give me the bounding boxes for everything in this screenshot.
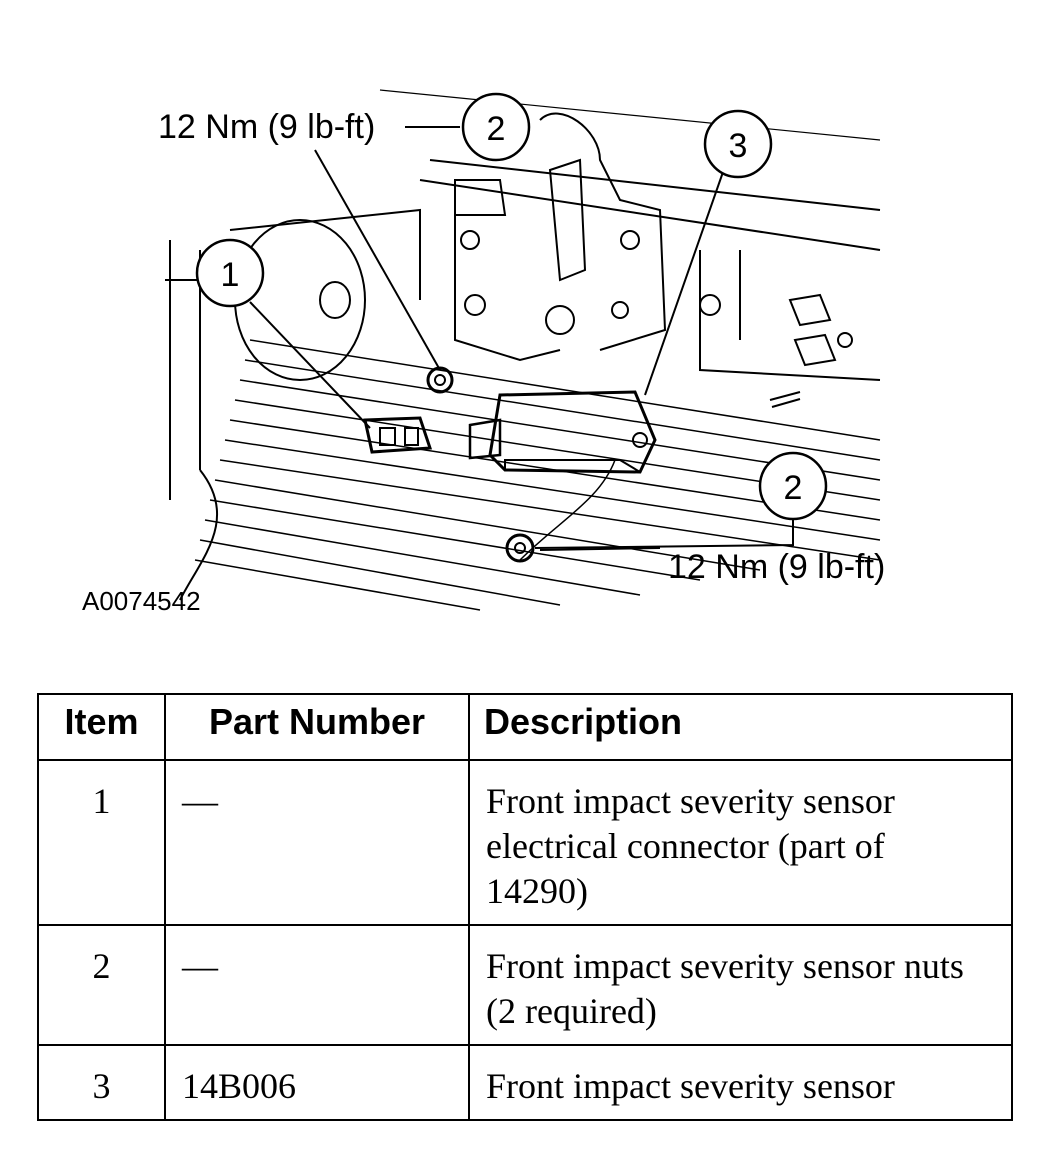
sensor-installation-illustration: 1 2 3 2 12 Nm (9 lb-ft) 12 Nm (9 lb-ft) …: [82, 89, 885, 616]
hood-latch: [379, 89, 881, 362]
table-row: 1 — Front impact severity sensor electri…: [37, 759, 1013, 926]
row-description: Front impact severity sensor: [468, 1044, 1013, 1121]
torque-label-bottom: 12 Nm (9 lb-ft): [668, 548, 885, 586]
svg-text:2: 2: [784, 469, 803, 507]
callout-2-bottom: 2: [758, 451, 828, 521]
header-description: Description: [468, 693, 1013, 761]
figure-id: A0074542: [82, 586, 201, 616]
right-frame-rail: [699, 250, 881, 381]
row-item: 1: [37, 759, 166, 926]
row-part-number: —: [164, 759, 470, 926]
table-header-row: Item Part Number Description: [37, 693, 1013, 761]
electrical-connector: [363, 416, 433, 454]
svg-text:3: 3: [729, 127, 748, 165]
impact-sensor: [468, 390, 657, 474]
svg-text:1: 1: [221, 256, 240, 294]
row-part-number: —: [164, 924, 470, 1046]
row-description: Front impact severity sensor nuts (2 req…: [468, 924, 1013, 1046]
callout-1: 1: [195, 238, 265, 308]
callout-2-top: 2: [461, 92, 531, 162]
parts-table: Item Part Number Description 1 — Front i…: [37, 693, 1013, 1121]
row-part-number: 14B006: [164, 1044, 470, 1121]
table-row: 3 14B006 Front impact severity sensor: [37, 1044, 1013, 1121]
header-item: Item: [37, 693, 166, 761]
header-part-number: Part Number: [164, 693, 470, 761]
sensor-nuts: [426, 366, 801, 563]
row-item: 3: [37, 1044, 166, 1121]
left-bracket: [165, 208, 421, 601]
leader-lines: [249, 126, 794, 551]
row-item: 2: [37, 924, 166, 1046]
callout-3: 3: [703, 109, 773, 179]
torque-label-top: 12 Nm (9 lb-ft): [158, 108, 375, 146]
row-description: Front impact severity sensor electrical …: [468, 759, 1013, 926]
svg-text:2: 2: [487, 110, 506, 148]
table-row: 2 — Front impact severity sensor nuts (2…: [37, 924, 1013, 1046]
